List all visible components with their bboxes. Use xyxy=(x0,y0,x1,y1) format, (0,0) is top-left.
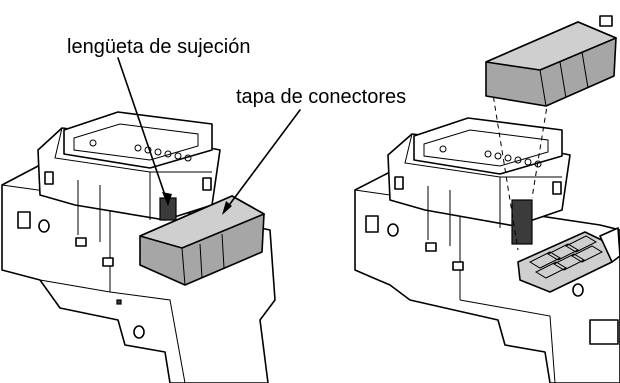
left-led xyxy=(89,139,97,147)
cover-pointer-line xyxy=(223,109,301,213)
left-side-latch-2 xyxy=(202,177,212,191)
right-side-latch xyxy=(394,176,404,190)
right-led xyxy=(439,145,447,153)
right-side-panel xyxy=(589,319,619,345)
left-screw-hole-2 xyxy=(133,325,145,339)
right-device xyxy=(354,117,620,383)
left-rail-slot-2 xyxy=(75,237,87,247)
connector-cover-label: tapa de conectores xyxy=(236,86,407,108)
right-base-front-edge xyxy=(459,205,556,383)
right-screw-hole-2 xyxy=(572,283,584,297)
left-device xyxy=(1,111,276,383)
guide-line-right xyxy=(531,99,549,199)
right-clip-tab xyxy=(511,199,533,245)
clip-pointer-line xyxy=(117,57,169,205)
right-terminal-screws xyxy=(528,235,604,279)
left-display-screen xyxy=(73,123,199,161)
right-display-screen xyxy=(423,129,549,167)
removed-connector-cover xyxy=(485,15,617,107)
right-side-latch-2 xyxy=(552,181,562,195)
left-module-ribs xyxy=(77,180,101,242)
right-module-ribs xyxy=(427,186,451,246)
right-terminal-wall xyxy=(599,227,620,263)
left-rail-slot-3 xyxy=(102,257,114,267)
guide-line-left xyxy=(491,87,519,251)
left-base-front-edge xyxy=(39,279,186,383)
clip-pointer-arrow xyxy=(162,192,172,206)
floating-cover-edge xyxy=(539,69,547,107)
floating-cover-ribs xyxy=(559,51,589,99)
right-button-row xyxy=(484,150,542,168)
left-side-latch xyxy=(44,171,54,185)
left-module-top-rim xyxy=(54,127,212,173)
cover-pointer-arrow xyxy=(222,201,232,215)
left-rail-slot xyxy=(17,211,31,229)
left-cover-top xyxy=(139,195,265,249)
floating-cover-top xyxy=(485,21,617,71)
right-rail-slot-2 xyxy=(425,242,437,252)
clip-tab-label: lengüeta de sujeción xyxy=(67,36,251,58)
right-rail-slot xyxy=(365,215,379,233)
left-button-row xyxy=(134,144,192,162)
right-screw-hole xyxy=(387,223,399,237)
left-cover-ribs xyxy=(199,233,225,279)
left-screw-hole xyxy=(38,219,50,233)
left-cover-edge xyxy=(181,247,186,286)
right-rail-slot-3 xyxy=(452,261,464,271)
left-small-mark xyxy=(116,299,122,305)
right-module-top-rim xyxy=(404,133,562,178)
floating-cover-tab xyxy=(599,15,613,27)
